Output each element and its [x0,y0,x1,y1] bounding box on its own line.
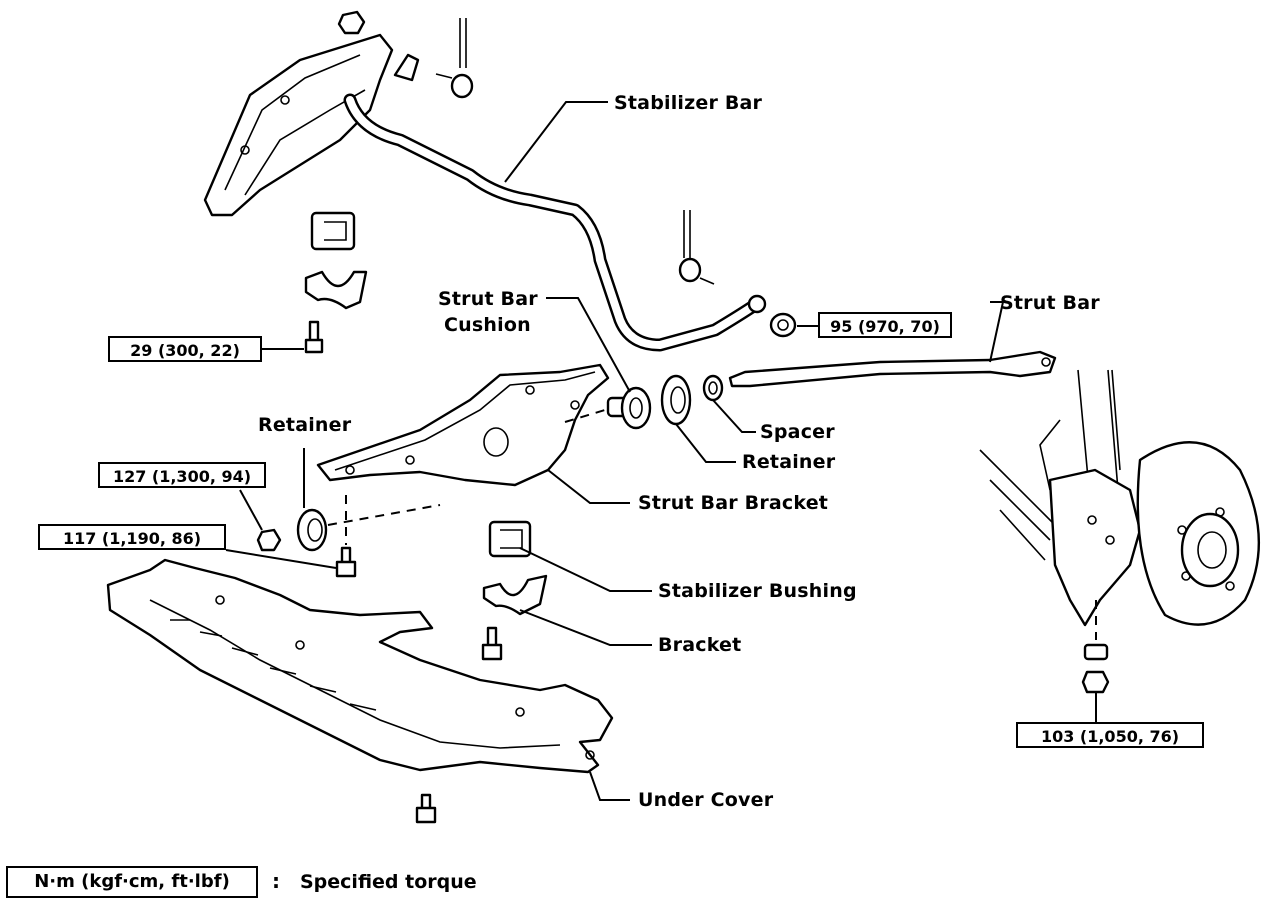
label-retainer-left: Retainer [258,414,352,436]
spacer-shape [702,374,724,402]
bolt-29 [304,320,324,354]
stabilizer-bar-shape [343,93,767,352]
bolt-117 [335,546,357,578]
hub-nut-lower [1081,643,1110,694]
leader-strut-bar-bracket [547,469,630,504]
strut-bar-bracket-shape [316,363,610,487]
under-cover-bolt [415,793,437,824]
upper-stabilizer-bushing [310,211,356,251]
upper-bracket [304,270,368,310]
lower-bolt [481,626,503,661]
right-link-rod [678,210,715,285]
lower-stabilizer-bushing [488,520,532,558]
nut-127 [256,528,282,552]
label-spacer: Spacer [760,421,835,443]
strut-bar-shape [728,350,1057,388]
label-bracket: Bracket [658,634,742,656]
label-strut-bar-cushion-2: Cushion [444,314,531,336]
label-stabilizer-bar: Stabilizer Bar [614,92,763,114]
top-nut [337,10,366,35]
leader-bracket [519,609,652,646]
leader-under-cover [589,771,630,801]
legend-description: Specified torque [300,871,477,893]
leader-retainer-right [675,423,736,463]
lower-bracket [482,574,548,616]
leader-spacer [712,399,756,433]
torque-box-103: 103 (1,050, 76) [1016,722,1204,748]
retainer-left-shape [296,508,328,552]
left-link-rod [435,18,474,99]
strut-bar-cushion-shape [606,386,652,430]
upper-body-bracket [203,33,420,217]
stab-nut-95 [769,312,797,338]
torque-box-117: 117 (1,190, 86) [38,524,226,550]
label-under-cover: Under Cover [638,789,774,811]
retainer-right-shape [660,374,692,426]
leader-stabilizer-bar [504,101,608,183]
leader-strut-bar-cushion [546,297,631,393]
torque-box-127: 127 (1,300, 94) [98,462,266,488]
under-cover-shape [106,558,614,774]
label-strut-bar: Strut Bar [1000,292,1100,314]
leader-stabilizer-bushing [519,547,652,592]
torque-box-95: 95 (970, 70) [818,312,952,338]
legend-unit-box: N·m (kgf·cm, ft·lbf) [6,866,258,898]
torque-box-29: 29 (300, 22) [108,336,262,362]
label-retainer-right: Retainer [742,451,836,473]
label-strut-bar-bracket: Strut Bar Bracket [638,492,829,514]
label-stabilizer-bushing: Stabilizer Bushing [658,580,857,602]
knuckle-hub-assembly [979,369,1260,627]
legend-separator: : [272,869,280,893]
leader-strut-bar [989,301,1005,363]
label-strut-bar-cushion-1: Strut Bar [438,288,538,310]
